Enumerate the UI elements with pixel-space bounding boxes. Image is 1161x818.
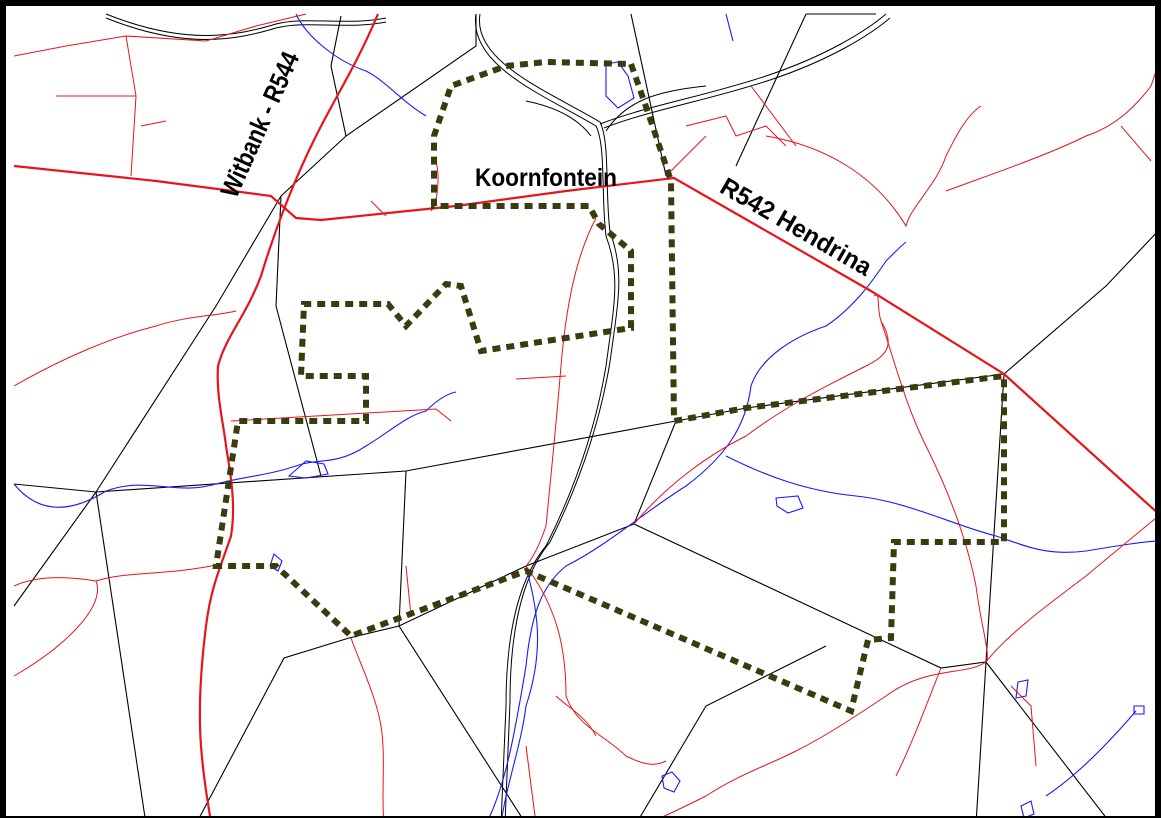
road-label-hendrina: R542 Hendrina <box>715 172 877 282</box>
minor-roads <box>13 13 1155 816</box>
rivers <box>13 13 1155 816</box>
road-label-witbank: Witbank - R544 <box>214 47 305 202</box>
lease-boundary <box>212 58 1007 716</box>
map-canvas: Koornfontein Witbank - R544 R542 Hendrin… <box>13 13 1155 816</box>
road-label-witbank-r544: Witbank - R544 <box>214 47 305 202</box>
town-label-koornfontein: Koornfontein <box>475 164 617 192</box>
farm-boundaries <box>13 13 1155 816</box>
town-label: Koornfontein <box>475 164 617 192</box>
main-roads <box>13 13 1155 816</box>
road-label-r542-hendrina: R542 Hendrina <box>715 172 877 282</box>
railway <box>105 13 891 816</box>
